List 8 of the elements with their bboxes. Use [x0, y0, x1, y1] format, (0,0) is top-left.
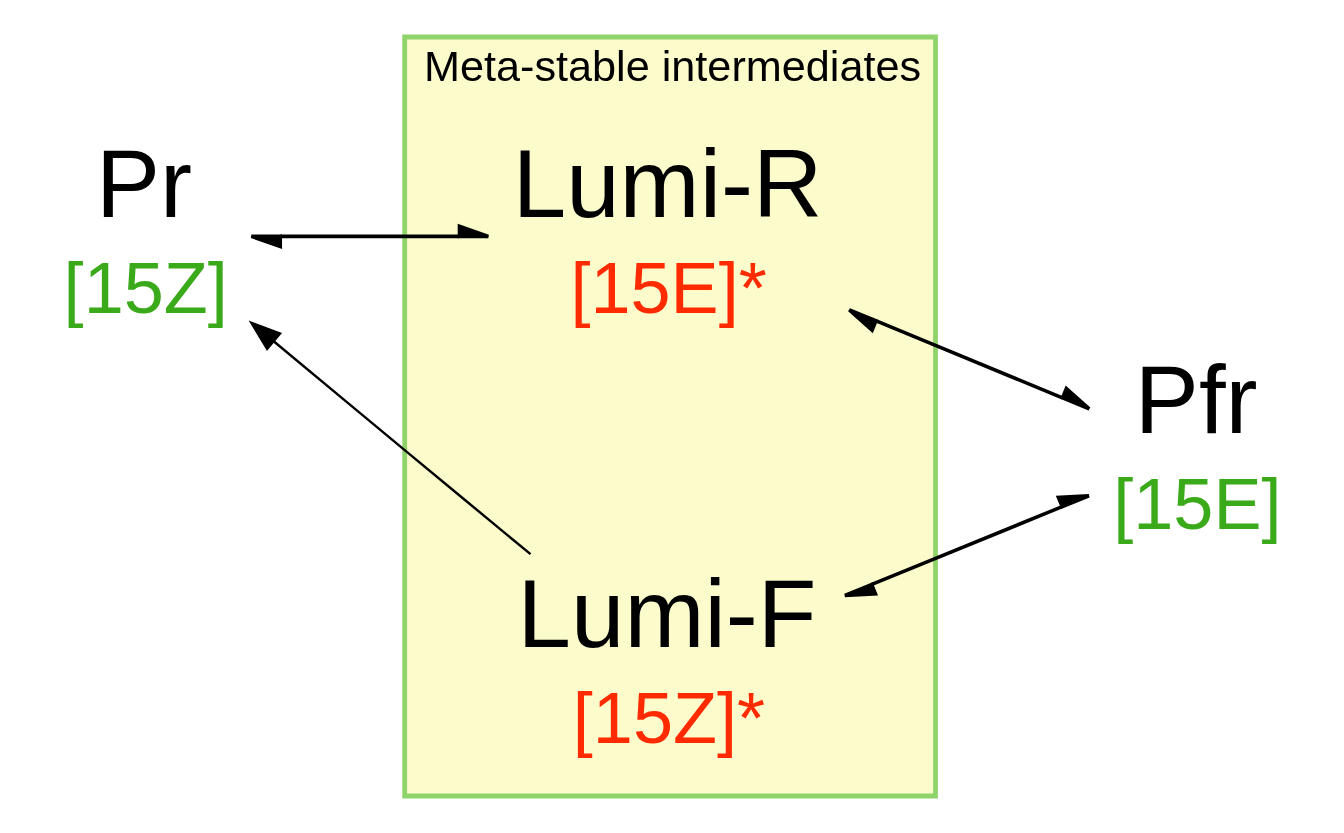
node-text: Pfr [15E]	[1112, 346, 1281, 545]
arrow	[842, 494, 1091, 598]
node-text: Pr [15Z]	[63, 130, 228, 329]
arrow	[248, 320, 531, 556]
arrow	[249, 223, 490, 249]
arrow	[847, 308, 1091, 411]
node-text: Lumi-F [15Z]*	[517, 560, 816, 759]
node-text: Lumi-R [15E]*	[512, 130, 822, 329]
